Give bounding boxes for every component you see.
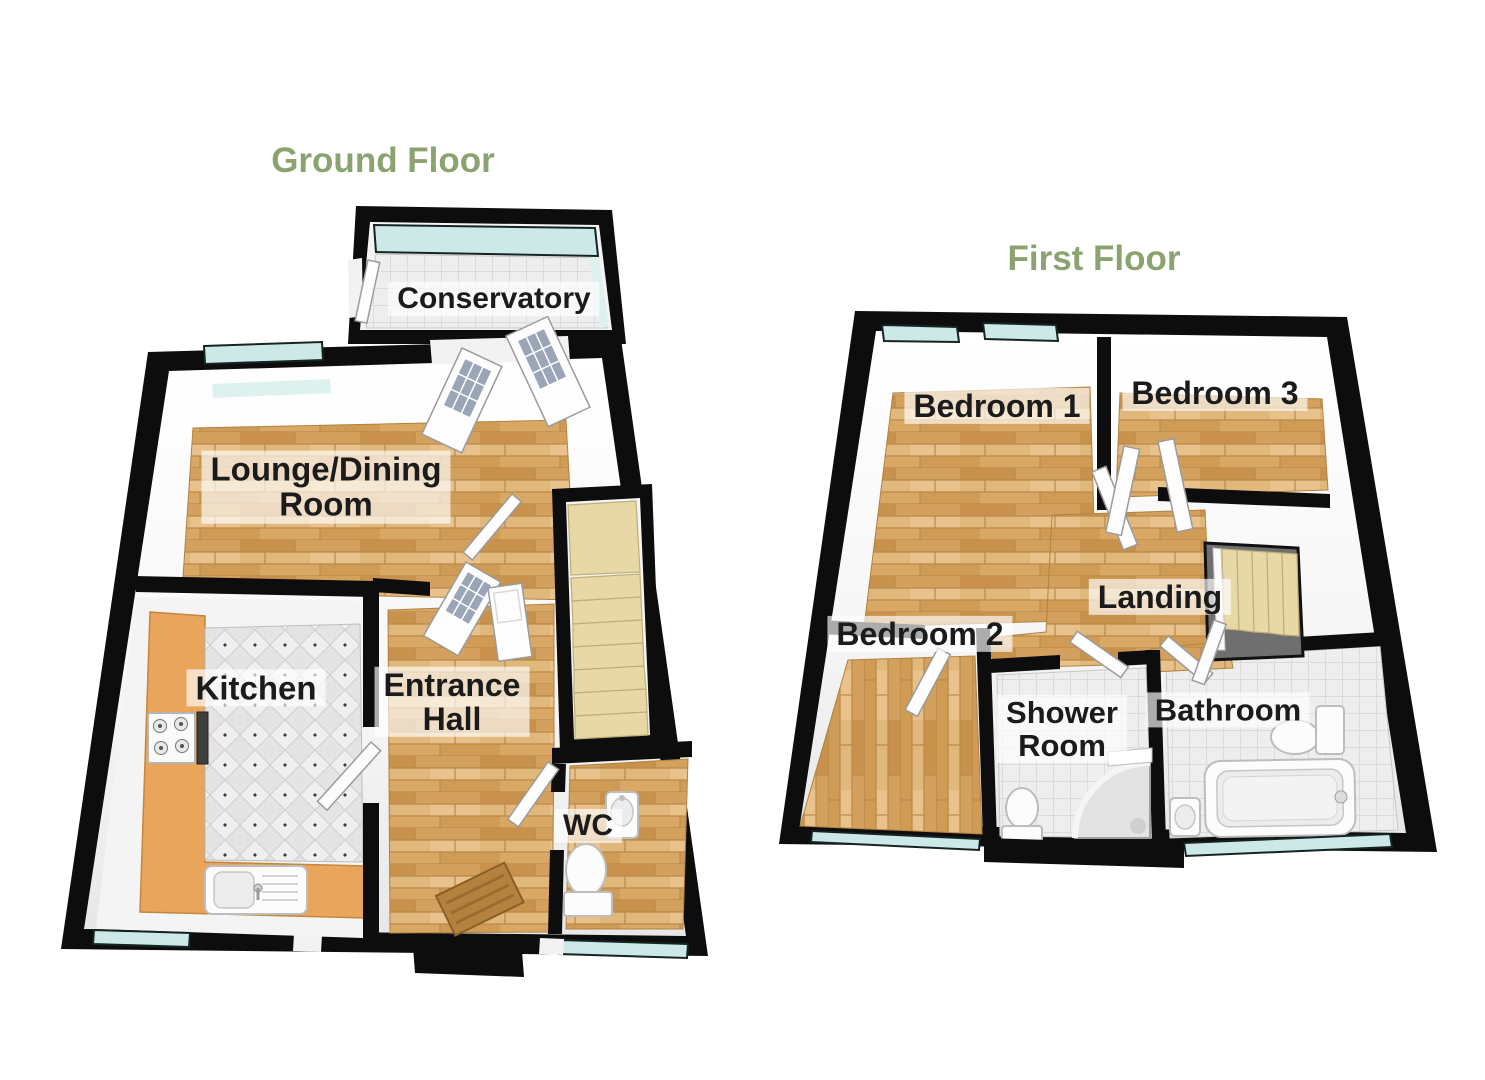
room-label-kitchen: Kitchen — [186, 669, 326, 707]
french-door-right — [505, 315, 591, 428]
kitchen-sink — [204, 865, 308, 915]
bedroom3-door — [1157, 437, 1194, 533]
room-label-wc: WC — [554, 808, 622, 844]
wc-window — [557, 938, 690, 960]
room-label-bedroom-2: Bedroom 2 — [827, 615, 1013, 653]
bedroom1-window-left — [880, 323, 961, 344]
lounge-hall-door — [422, 560, 502, 657]
bathroom-window — [1182, 832, 1394, 858]
room-label-shower-room: Shower Room — [997, 694, 1127, 764]
toilet — [563, 843, 613, 917]
kitchen-door — [316, 740, 382, 812]
staircase — [552, 484, 662, 752]
bathroom-basin — [1169, 797, 1201, 837]
kitchen-window — [91, 928, 192, 949]
french-door-left — [420, 347, 503, 454]
conservatory-side-door — [354, 259, 381, 325]
cupboard-door — [462, 492, 523, 561]
lounge-window — [202, 340, 325, 366]
stairs-cupboard — [567, 500, 641, 576]
room-label-bedroom-3: Bedroom 3 — [1122, 374, 1308, 412]
shower-room-door — [1068, 630, 1130, 679]
bathroom-toilet — [1270, 705, 1345, 755]
hall-door — [487, 582, 533, 663]
front-door-step — [413, 947, 524, 977]
room-label-conservatory: Conservatory — [388, 281, 600, 317]
first-floor-title: First Floor — [1007, 239, 1181, 278]
landing-door-left — [1104, 445, 1141, 537]
bathtub — [1203, 757, 1357, 839]
kitchen-floor — [204, 623, 364, 863]
bedroom2-window — [809, 829, 982, 852]
ground-floor-plan — [61, 206, 708, 977]
conservatory-window — [372, 223, 600, 258]
oven — [196, 711, 209, 765]
stove — [147, 711, 209, 765]
room-label-entrance-hall: Entrance Hall — [374, 666, 530, 738]
conservatory — [348, 206, 626, 344]
room-label-landing: Landing — [1088, 578, 1232, 616]
shower-room-toilet — [1001, 787, 1043, 843]
bedroom1-window-right — [981, 321, 1060, 343]
kitchen — [96, 597, 367, 938]
bathroom-door-right — [1191, 619, 1228, 686]
room-label-lounge-dining: Lounge/Dining Room — [201, 450, 451, 524]
ground-floor-title: Ground Floor — [271, 141, 495, 180]
shower-enclosure — [1072, 747, 1153, 839]
doormat — [434, 861, 525, 937]
room-label-bathroom: Bathroom — [1145, 692, 1311, 728]
wc-door — [506, 760, 560, 828]
room-label-bedroom-1: Bedroom 1 — [904, 387, 1090, 425]
